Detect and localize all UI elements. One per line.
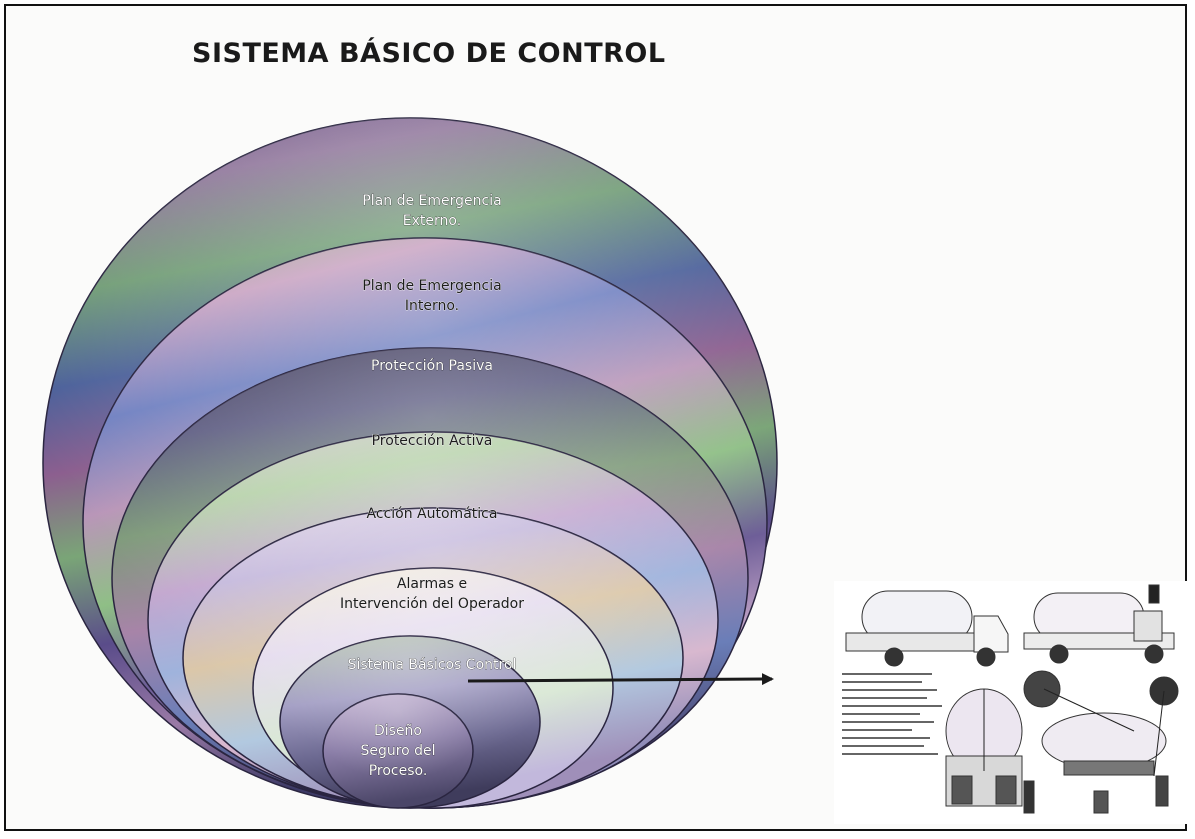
- lpg-tank-truck-diagrams-icon: [842, 584, 1179, 814]
- tank-truck-image: [834, 581, 1191, 824]
- layer-label-sistema-basicos-control: Sistema Básicos Control: [348, 657, 517, 673]
- layer-label-plan-emergencia-externo: Plan de Emergencia: [362, 193, 501, 209]
- layer-label-diseno-seguro: Seguro del: [360, 743, 435, 759]
- layer-label-plan-emergencia-externo: Externo.: [403, 213, 461, 229]
- layer-shine: [323, 694, 473, 808]
- slide-title: SISTEMA BÁSICO DE CONTROL: [192, 38, 666, 69]
- pointer-arrow: [467, 673, 774, 686]
- layer-label-diseno-seguro: Proceso.: [369, 763, 428, 779]
- layer-label-alarmas-intervencion: Intervención del Operador: [340, 596, 524, 612]
- layer-label-accion-automatica: Acción Automática: [367, 506, 498, 522]
- layer-label-diseno-seguro: Diseño: [374, 723, 422, 739]
- layer-label-plan-emergencia-interno: Interno.: [405, 298, 459, 314]
- layer-label-plan-emergencia-interno: Plan de Emergencia: [362, 278, 501, 294]
- layer-label-alarmas-intervencion: Alarmas e: [397, 576, 467, 592]
- layer-label-proteccion-activa: Protección Activa: [372, 433, 493, 449]
- layer-label-proteccion-pasiva: Protección Pasiva: [371, 358, 493, 374]
